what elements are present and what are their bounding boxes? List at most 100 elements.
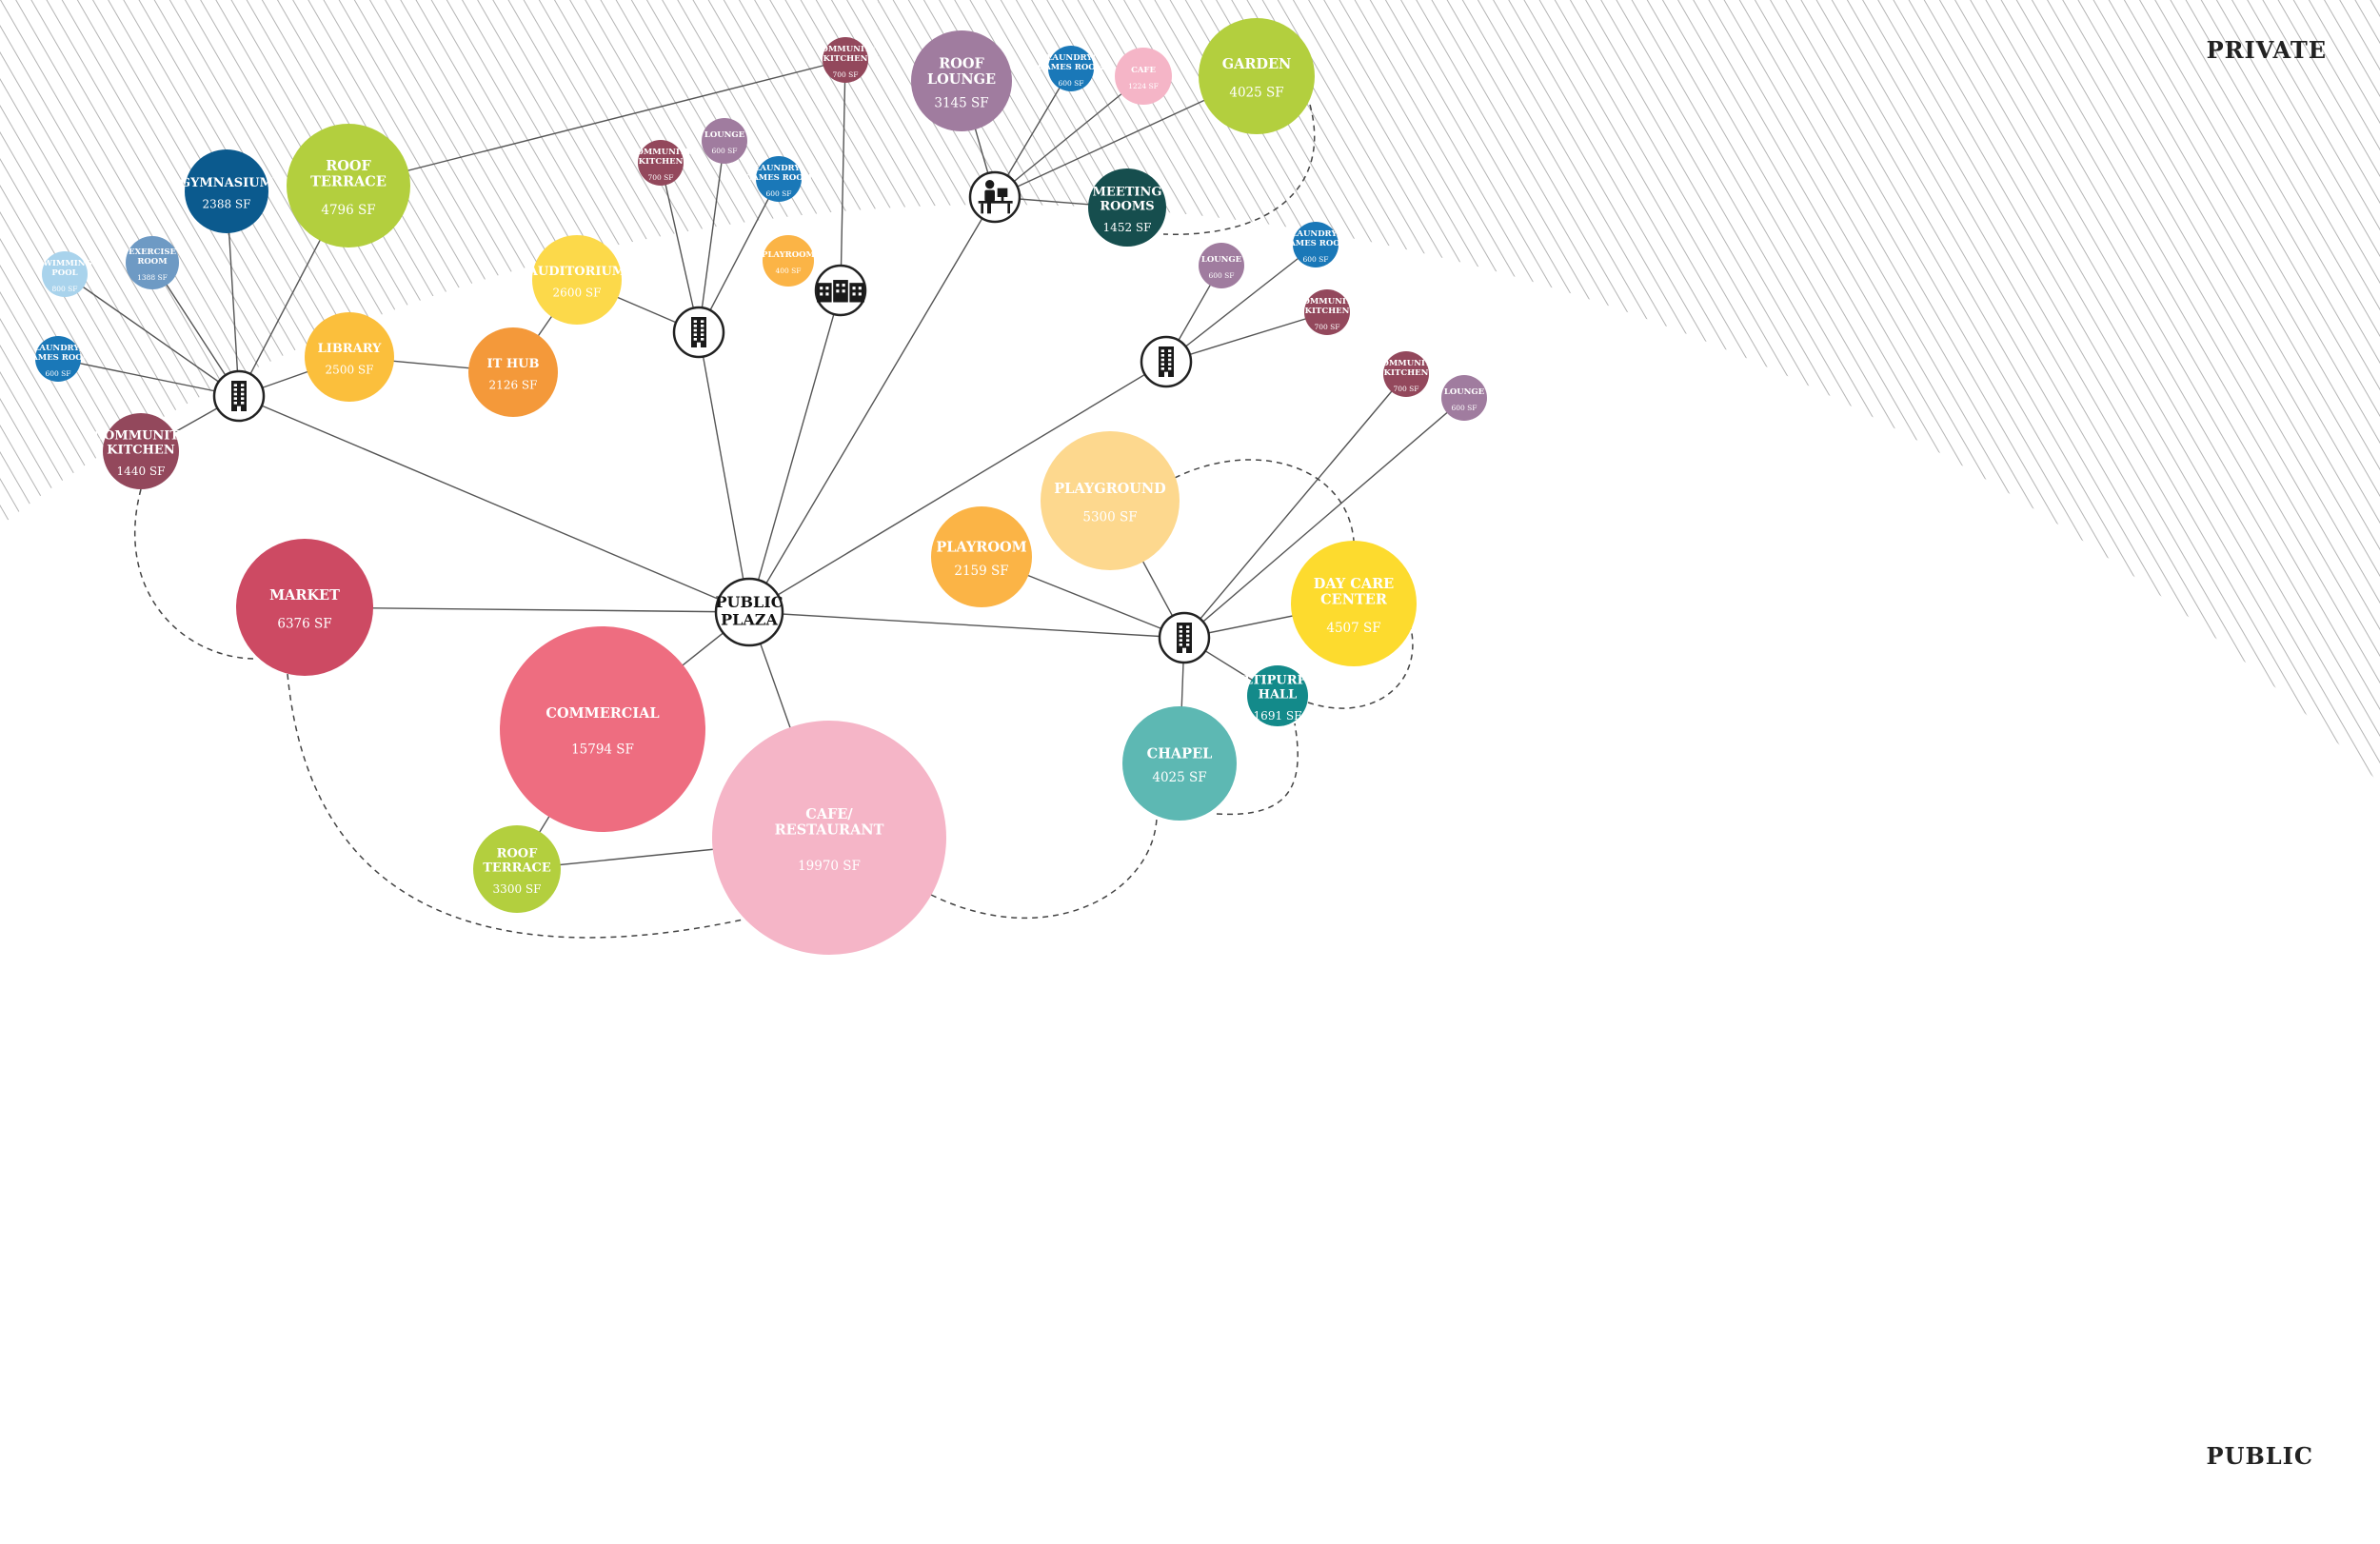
bubble-public-plaza (714, 577, 784, 647)
area-lounge-east: 600 SF (1208, 271, 1234, 280)
bubble-community-kitchen-far-east (1383, 351, 1429, 397)
label-community-kitchen-far-east: KITCHEN (1384, 368, 1429, 378)
hub-west[interactable] (212, 369, 266, 423)
hub-north[interactable] (814, 264, 867, 317)
label-roof-lounge: LOUNGE (927, 71, 996, 88)
bubble-lounge-far-east (1441, 375, 1487, 421)
label-swimming-pool: POOL (51, 268, 77, 278)
label-laundry-center: LAUNDRY/ (754, 164, 803, 173)
area-community-kitchen-north: 700 SF (832, 70, 858, 79)
hub-center[interactable] (672, 306, 725, 359)
label-community-kitchen-west: COMMUNITY (94, 429, 188, 444)
label-public-plaza: PUBLIC (716, 593, 783, 611)
apartment-block-icon (817, 280, 864, 303)
area-laundry-ne: 600 SF (1058, 79, 1083, 88)
label-roof-terrace-lower: TERRACE (483, 861, 551, 876)
area-commercial: 15794 SF (571, 742, 634, 757)
node-lounge-east[interactable]: LOUNGE 600 SF (1199, 243, 1244, 288)
label-lounge-east: LOUNGE (1201, 255, 1242, 265)
bubble-laundry-west (35, 336, 81, 382)
public-zone-label: PUBLIC (2206, 1442, 2313, 1470)
area-cafe-restaurant: 19970 SF (798, 859, 861, 874)
hub-east[interactable] (1140, 335, 1193, 388)
bubble-multipurpose-hall (1247, 665, 1308, 726)
link-hub-center-community-kitchen-center (660, 162, 700, 333)
bubble-it-hub (468, 327, 558, 417)
hub-work[interactable] (968, 170, 1021, 224)
area-community-kitchen-center: 700 SF (647, 173, 673, 182)
bubble-playroom-large (931, 506, 1032, 607)
link-public-plaza-hub-southeast (748, 611, 1185, 639)
label-market: MARKET (269, 587, 340, 604)
label-roof-terrace-upper: ROOF (326, 158, 371, 174)
label-chapel: CHAPEL (1147, 746, 1213, 762)
area-gymnasium: 2388 SF (203, 197, 251, 210)
bubble-cafe-small (1115, 48, 1172, 105)
label-laundry-west: GAMES ROOM (25, 353, 92, 363)
area-meeting-rooms: 1452 SF (1103, 221, 1152, 234)
link-hub-west-swimming-pool (64, 273, 240, 397)
area-day-care-center: 4507 SF (1326, 621, 1380, 636)
bubble-lounge-center (702, 118, 747, 164)
label-laundry-center: GAMES ROOM (745, 173, 813, 183)
bubble-cafe-restaurant (712, 721, 946, 955)
bubble-chapel (1122, 706, 1237, 821)
label-day-care-center: DAY CARE (1314, 576, 1394, 592)
dashed-connection-7 (1162, 104, 1316, 235)
area-roof-lounge: 3145 SF (934, 95, 988, 110)
label-day-care-center: CENTER (1320, 592, 1388, 608)
label-community-kitchen-north: COMMUNITY (815, 45, 877, 54)
label-multipurpose-hall: MULTIPURPOSE (1220, 674, 1336, 688)
area-lounge-far-east: 600 SF (1451, 404, 1477, 412)
link-community-kitchen-north-hub-north (840, 59, 846, 291)
tower-building-icon (1159, 346, 1174, 377)
label-library: LIBRARY (318, 342, 383, 356)
dashed-connection-2 (287, 673, 748, 939)
link-roof-terrace-upper-community-kitchen-north (347, 59, 846, 187)
bubble-library (305, 312, 394, 402)
label-laundry-ne: GAMES ROOM (1038, 63, 1105, 72)
hub-southeast[interactable] (1158, 611, 1211, 664)
label-public-plaza: PLAZA (721, 611, 778, 629)
area-lounge-center: 600 SF (711, 147, 737, 155)
private-zone-label: PRIVATE (2206, 36, 2327, 64)
area-laundry-east: 600 SF (1302, 255, 1328, 264)
label-community-kitchen-west: KITCHEN (107, 444, 175, 458)
bubble-auditorium (532, 235, 622, 325)
label-it-hub: IT HUB (487, 357, 540, 371)
label-community-kitchen-east: COMMUNITY (1297, 297, 1359, 307)
